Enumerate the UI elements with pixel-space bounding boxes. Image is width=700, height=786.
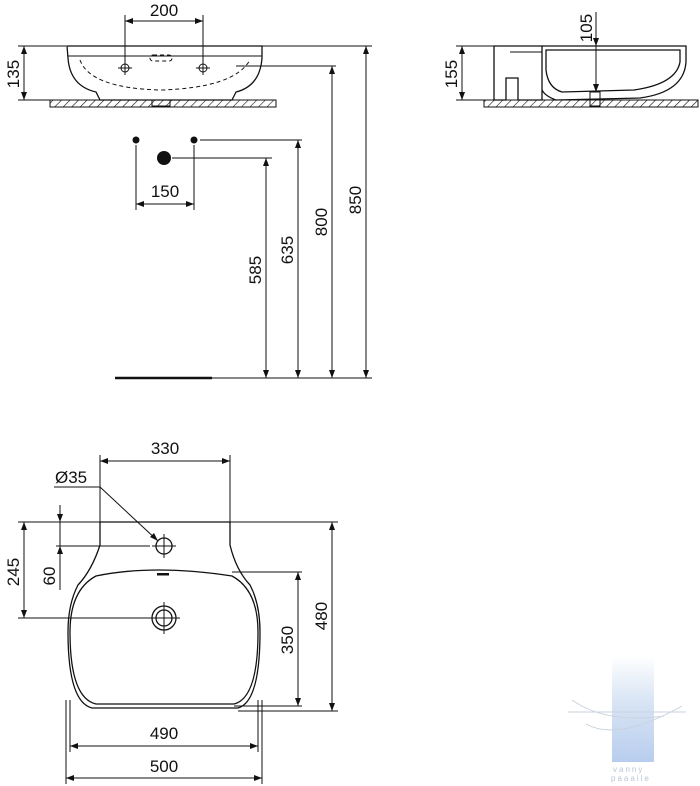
side-drain <box>589 91 601 107</box>
dim-105-label: 105 <box>577 14 596 42</box>
supply-point-right <box>190 136 198 144</box>
dim-135: 135 <box>4 45 66 101</box>
front-elevation: 200 135 <box>4 1 277 108</box>
dim-500: 500 <box>65 700 263 784</box>
waste-point <box>157 151 171 165</box>
dim-135-label: 135 <box>4 60 23 88</box>
plan-overflow <box>157 573 169 576</box>
dim-60-label: 60 <box>40 567 59 586</box>
supply-points: 150 <box>132 136 302 210</box>
dim-635-label: 635 <box>278 236 297 264</box>
dim-800-label: 800 <box>312 208 331 236</box>
dim-155: 155 <box>442 45 494 101</box>
dim-330: 330 <box>99 439 231 522</box>
front-overflow-slot <box>149 54 173 62</box>
dim-155-label: 155 <box>442 60 461 88</box>
plan-tap-hole <box>152 534 176 558</box>
dim-585-label: 585 <box>246 256 265 284</box>
front-drain <box>151 99 171 107</box>
svg-text:paaaile: paaaile <box>611 774 651 783</box>
supply-point-left <box>132 136 140 144</box>
dim-60: 60 <box>40 505 150 590</box>
front-inner-bowl <box>79 59 251 91</box>
plan-bowl <box>69 569 259 705</box>
dim-635: 635 <box>278 140 301 378</box>
plan-outline <box>67 521 261 709</box>
side-basin-outer <box>541 45 687 101</box>
side-back-profile <box>493 45 543 101</box>
dim-330-label: 330 <box>151 439 179 458</box>
dim-850: 850 <box>262 45 372 378</box>
dim-850-label: 850 <box>346 186 365 214</box>
dim-585: 585 <box>246 158 269 378</box>
dim-150: 150 <box>135 145 195 210</box>
dim-200: 200 <box>124 1 204 64</box>
dim-350: 350 <box>232 571 302 707</box>
dim-200-label: 200 <box>150 1 178 20</box>
dim-diameter-label: Ø35 <box>55 468 87 487</box>
dim-105: 105 <box>577 12 599 92</box>
dim-490: 490 <box>69 700 259 752</box>
dim-150-label: 150 <box>151 182 179 201</box>
dim-480: 480 <box>230 521 338 712</box>
dim-diameter-35: Ø35 <box>54 468 159 542</box>
side-basin-inner <box>545 49 681 93</box>
plan-drain <box>148 602 180 634</box>
plan-view: 330 Ø35 245 60 <box>4 439 338 784</box>
dim-480-label: 480 <box>312 602 331 630</box>
side-countertop <box>483 99 699 108</box>
watermark-logo: vanny paaaile <box>568 656 686 783</box>
dim-500-label: 500 <box>150 757 178 776</box>
side-elevation: 105 155 <box>442 12 699 108</box>
dim-490-label: 490 <box>150 724 178 743</box>
dim-350-label: 350 <box>278 626 297 654</box>
dim-245: 245 <box>4 521 150 619</box>
watermark-text: vanny <box>613 765 644 774</box>
dim-245-label: 245 <box>4 558 23 586</box>
dim-800: 800 <box>236 65 336 378</box>
front-basin-outline <box>66 45 263 101</box>
